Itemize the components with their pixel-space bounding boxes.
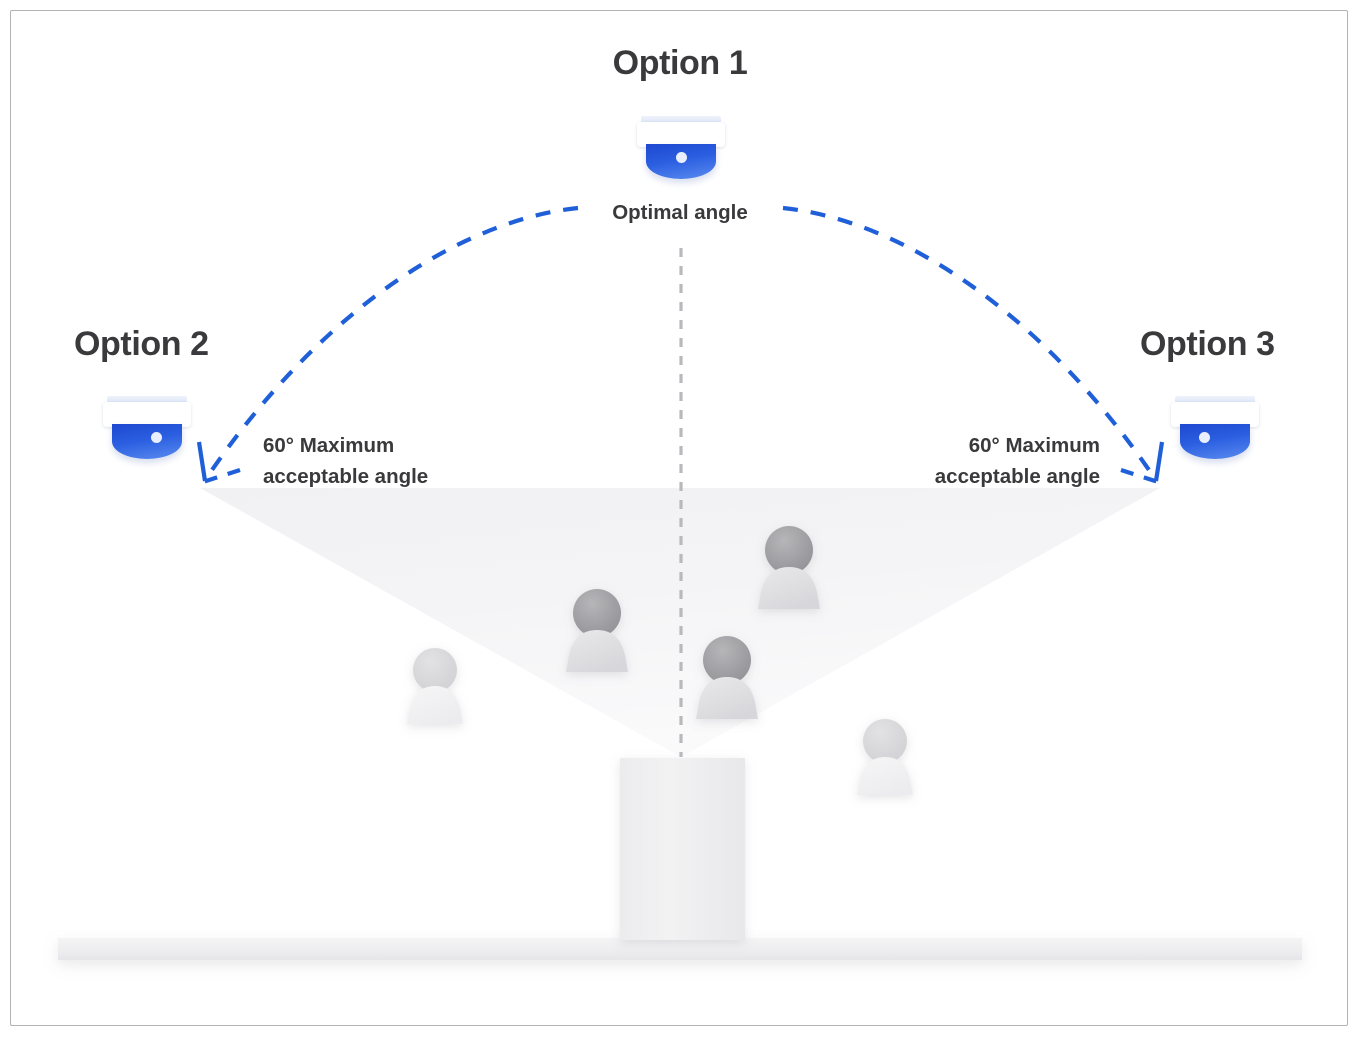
- camera-mount-icon: [1175, 396, 1255, 403]
- person-out-of-view: [407, 648, 463, 724]
- person-in-view: [758, 526, 820, 609]
- camera-mount-icon: [641, 116, 721, 123]
- camera-lens-icon: [1199, 432, 1210, 443]
- camera-base-icon: [637, 122, 725, 147]
- person-in-view: [696, 636, 758, 719]
- camera-coverage-cone: [200, 488, 1160, 757]
- max-angle-label-right: 60° Maximum acceptable angle: [924, 430, 1100, 492]
- option-1-camera[interactable]: [637, 116, 725, 186]
- option-1-title: Option 1: [612, 44, 748, 82]
- dome-camera-icon: [1180, 424, 1250, 459]
- max-angle-left-line1: 60° Maximum: [263, 434, 395, 457]
- camera-mount-icon: [107, 396, 187, 403]
- pillar-shape: [620, 758, 745, 940]
- max-angle-label-left: 60° Maximum acceptable angle: [263, 430, 428, 492]
- dome-camera-icon: [112, 424, 182, 459]
- optimal-angle-label: Optimal angle: [612, 201, 748, 224]
- option-3-camera[interactable]: [1171, 396, 1259, 466]
- camera-lens-icon: [151, 432, 162, 443]
- option-2-camera[interactable]: [103, 396, 191, 466]
- max-angle-left-line2: acceptable angle: [263, 465, 429, 488]
- person-out-of-view: [857, 719, 913, 795]
- option-2-title: Option 2: [74, 325, 209, 363]
- arrow-head-left-icon: [196, 441, 241, 484]
- camera-base-icon: [103, 402, 191, 427]
- ground-line: [58, 938, 1302, 960]
- person-in-view: [566, 589, 628, 672]
- arrow-head-right-icon: [1120, 441, 1165, 484]
- camera-base-icon: [1171, 402, 1259, 427]
- max-angle-right-line1: 60° Maximum: [968, 434, 1100, 457]
- max-angle-right-line2: acceptable angle: [934, 465, 1100, 488]
- camera-lens-icon: [676, 152, 687, 163]
- option-3-title: Option 3: [1140, 325, 1275, 363]
